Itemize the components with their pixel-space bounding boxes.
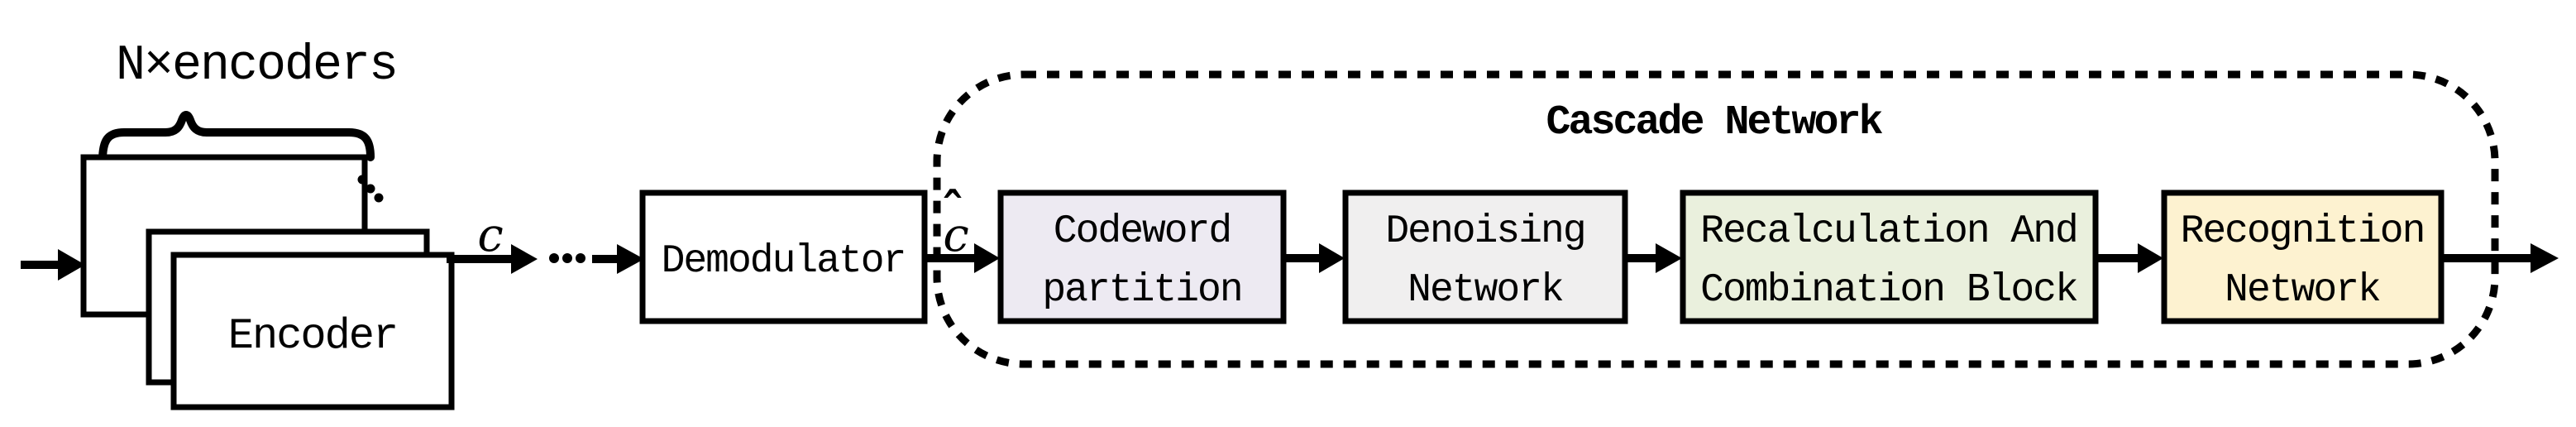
- cascade-network-label: Cascade Network: [1546, 99, 1882, 146]
- channel-dot: [549, 253, 559, 263]
- channel-dot: [562, 253, 572, 263]
- demodulator-input-arrow: [592, 244, 644, 274]
- encoders-title: N×encoders: [116, 38, 397, 94]
- recognition-network-block: Recognition Network: [2161, 190, 2445, 324]
- stack-dot: [374, 193, 384, 203]
- recalculation-combination-line1: Recalculation And: [1700, 209, 2077, 254]
- encoders-overbrace: [98, 111, 375, 165]
- recognition-input-arrow: [2096, 243, 2163, 273]
- denoising-network-block: Denoising Network: [1342, 190, 1628, 324]
- recognition-input-arrow-head: [2138, 243, 2163, 273]
- denoising-network-line2: Network: [1407, 268, 1563, 313]
- codeword-partition-block: Codeword partition: [997, 190, 1287, 324]
- recognition-network-box: [2161, 190, 2445, 324]
- recognition-network-line2: Network: [2225, 268, 2380, 313]
- codeword-partition-line2: partition: [1042, 268, 1241, 313]
- demodulator-label: Demodulator: [662, 239, 906, 284]
- stack-dot: [357, 175, 367, 185]
- signal-chat-accent: ˆ: [941, 183, 965, 239]
- recalculation-combination-line2: Combination Block: [1700, 268, 2077, 313]
- cascade-network-dashed-border: [933, 70, 2499, 368]
- encoder-box-front: [170, 252, 455, 410]
- denoising-input-arrow-head: [1319, 243, 1345, 273]
- recalculation-input-arrow: [1625, 243, 1682, 273]
- stack-ellipsis-dots: [357, 175, 384, 203]
- signal-chat-label: c: [943, 209, 968, 262]
- encoder-label: Encoder: [228, 312, 397, 361]
- demodulator-input-arrow-head: [617, 244, 644, 274]
- codeword-partition-box: [997, 190, 1287, 324]
- signal-c-label: c: [477, 209, 503, 262]
- encoder-output-arrow: [447, 244, 538, 274]
- recalculation-input-arrow-head: [1656, 243, 1682, 273]
- recognition-network-line1: Recognition: [2181, 209, 2425, 254]
- output-arrow-head: [2531, 243, 2559, 273]
- recalculation-combination-box: [1680, 190, 2099, 324]
- encoder-output-arrow-head: [511, 244, 538, 274]
- codeword-input-arrow-head: [974, 243, 1000, 273]
- codeword-input-arrow: [925, 243, 1000, 273]
- channel-ellipsis-dots: [549, 253, 585, 263]
- denoising-input-arrow: [1283, 243, 1345, 273]
- input-arrow-head: [58, 249, 85, 281]
- recalculation-combination-block: Recalculation And Combination Block: [1680, 190, 2099, 324]
- input-arrow: [21, 249, 85, 281]
- stack-dot: [366, 184, 375, 194]
- output-arrow: [2441, 243, 2559, 273]
- denoising-network-line1: Denoising: [1385, 209, 1584, 254]
- channel-dot: [576, 253, 585, 263]
- codeword-partition-line1: Codeword: [1054, 209, 1231, 254]
- demodulator-box: [639, 190, 928, 324]
